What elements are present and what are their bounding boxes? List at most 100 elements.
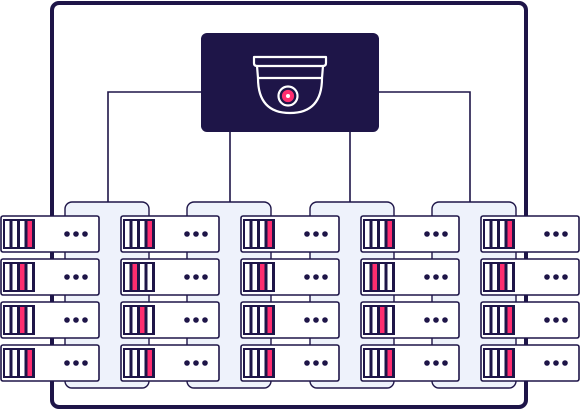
drive-slot xyxy=(132,221,137,247)
drive-slot xyxy=(492,350,497,376)
drive-slot xyxy=(387,264,392,290)
drive-slot xyxy=(485,264,490,290)
rack-1 xyxy=(0,215,100,382)
status-dot xyxy=(322,317,328,323)
drive-slot xyxy=(12,221,17,247)
drive-slot xyxy=(5,350,10,376)
status-dot xyxy=(184,317,190,323)
drive-status-stripe xyxy=(267,221,272,247)
drive-status-stripe xyxy=(147,221,152,247)
server-unit xyxy=(240,215,340,253)
status-dot xyxy=(433,317,439,323)
status-dot xyxy=(562,274,568,280)
camera-lens-outer xyxy=(277,85,299,107)
status-dot xyxy=(553,360,559,366)
camera-box-background xyxy=(201,33,379,132)
drive-slot xyxy=(387,307,392,333)
server-unit xyxy=(120,215,220,253)
status-dot xyxy=(64,360,70,366)
status-dot xyxy=(202,360,208,366)
drive-status-stripe xyxy=(507,350,512,376)
server-unit xyxy=(480,344,580,382)
status-dot xyxy=(442,231,448,237)
status-dot xyxy=(544,360,550,366)
server-unit xyxy=(0,344,100,382)
status-dot xyxy=(442,317,448,323)
status-dot xyxy=(82,274,88,280)
status-dot xyxy=(553,317,559,323)
drive-slot xyxy=(365,264,370,290)
server-unit xyxy=(0,258,100,296)
drive-slot xyxy=(245,221,250,247)
drive-slot xyxy=(245,307,250,333)
drive-slot xyxy=(260,307,265,333)
drive-status-stripe xyxy=(27,221,32,247)
status-dot xyxy=(82,231,88,237)
drive-slot xyxy=(507,264,512,290)
drive-slot xyxy=(147,264,152,290)
status-dot xyxy=(442,274,448,280)
status-dot xyxy=(553,274,559,280)
camera-dome xyxy=(256,76,324,115)
drive-slot xyxy=(140,264,145,290)
status-dot xyxy=(553,231,559,237)
drive-slot xyxy=(245,350,250,376)
drive-slot xyxy=(252,221,257,247)
server-unit xyxy=(480,215,580,253)
drive-slot xyxy=(125,221,130,247)
status-dot xyxy=(562,317,568,323)
drive-slot xyxy=(5,221,10,247)
server-unit xyxy=(240,344,340,382)
server-unit xyxy=(360,344,460,382)
status-dot xyxy=(322,231,328,237)
drive-slot xyxy=(245,264,250,290)
status-dot xyxy=(73,274,79,280)
drive-status-stripe xyxy=(387,350,392,376)
server-unit xyxy=(480,258,580,296)
drive-slot xyxy=(252,264,257,290)
drive-slot xyxy=(27,307,32,333)
drive-slot xyxy=(380,350,385,376)
drive-status-stripe xyxy=(147,350,152,376)
status-dot xyxy=(304,231,310,237)
drive-slot xyxy=(372,350,377,376)
status-dot xyxy=(424,231,430,237)
rack-4 xyxy=(360,215,460,382)
drive-status-stripe xyxy=(267,350,272,376)
drive-slot xyxy=(20,350,25,376)
drive-slot xyxy=(500,350,505,376)
status-dot xyxy=(433,274,439,280)
status-dot xyxy=(313,231,319,237)
status-dot xyxy=(73,360,79,366)
server-unit xyxy=(120,258,220,296)
status-dot xyxy=(82,317,88,323)
drive-slot xyxy=(125,350,130,376)
drive-slot xyxy=(267,264,272,290)
drive-slot xyxy=(485,350,490,376)
status-dot xyxy=(64,274,70,280)
drive-slot xyxy=(485,307,490,333)
drive-slot xyxy=(12,350,17,376)
server-unit xyxy=(360,301,460,339)
server-unit xyxy=(120,344,220,382)
drive-slot xyxy=(20,221,25,247)
server-unit xyxy=(240,258,340,296)
drive-slot xyxy=(492,264,497,290)
connector-line-right-outer xyxy=(378,91,471,202)
drive-status-stripe xyxy=(260,264,265,290)
drive-slot xyxy=(125,307,130,333)
drive-slot xyxy=(252,350,257,376)
status-dot xyxy=(322,274,328,280)
status-dot xyxy=(433,231,439,237)
drive-slot xyxy=(492,221,497,247)
status-dot xyxy=(64,317,70,323)
status-dot xyxy=(433,360,439,366)
status-dot xyxy=(424,274,430,280)
status-dot xyxy=(73,231,79,237)
status-dot xyxy=(442,360,448,366)
status-dot xyxy=(304,274,310,280)
camera-upper-housing xyxy=(255,64,325,80)
status-dot xyxy=(562,360,568,366)
drive-slot xyxy=(500,221,505,247)
server-unit xyxy=(0,301,100,339)
